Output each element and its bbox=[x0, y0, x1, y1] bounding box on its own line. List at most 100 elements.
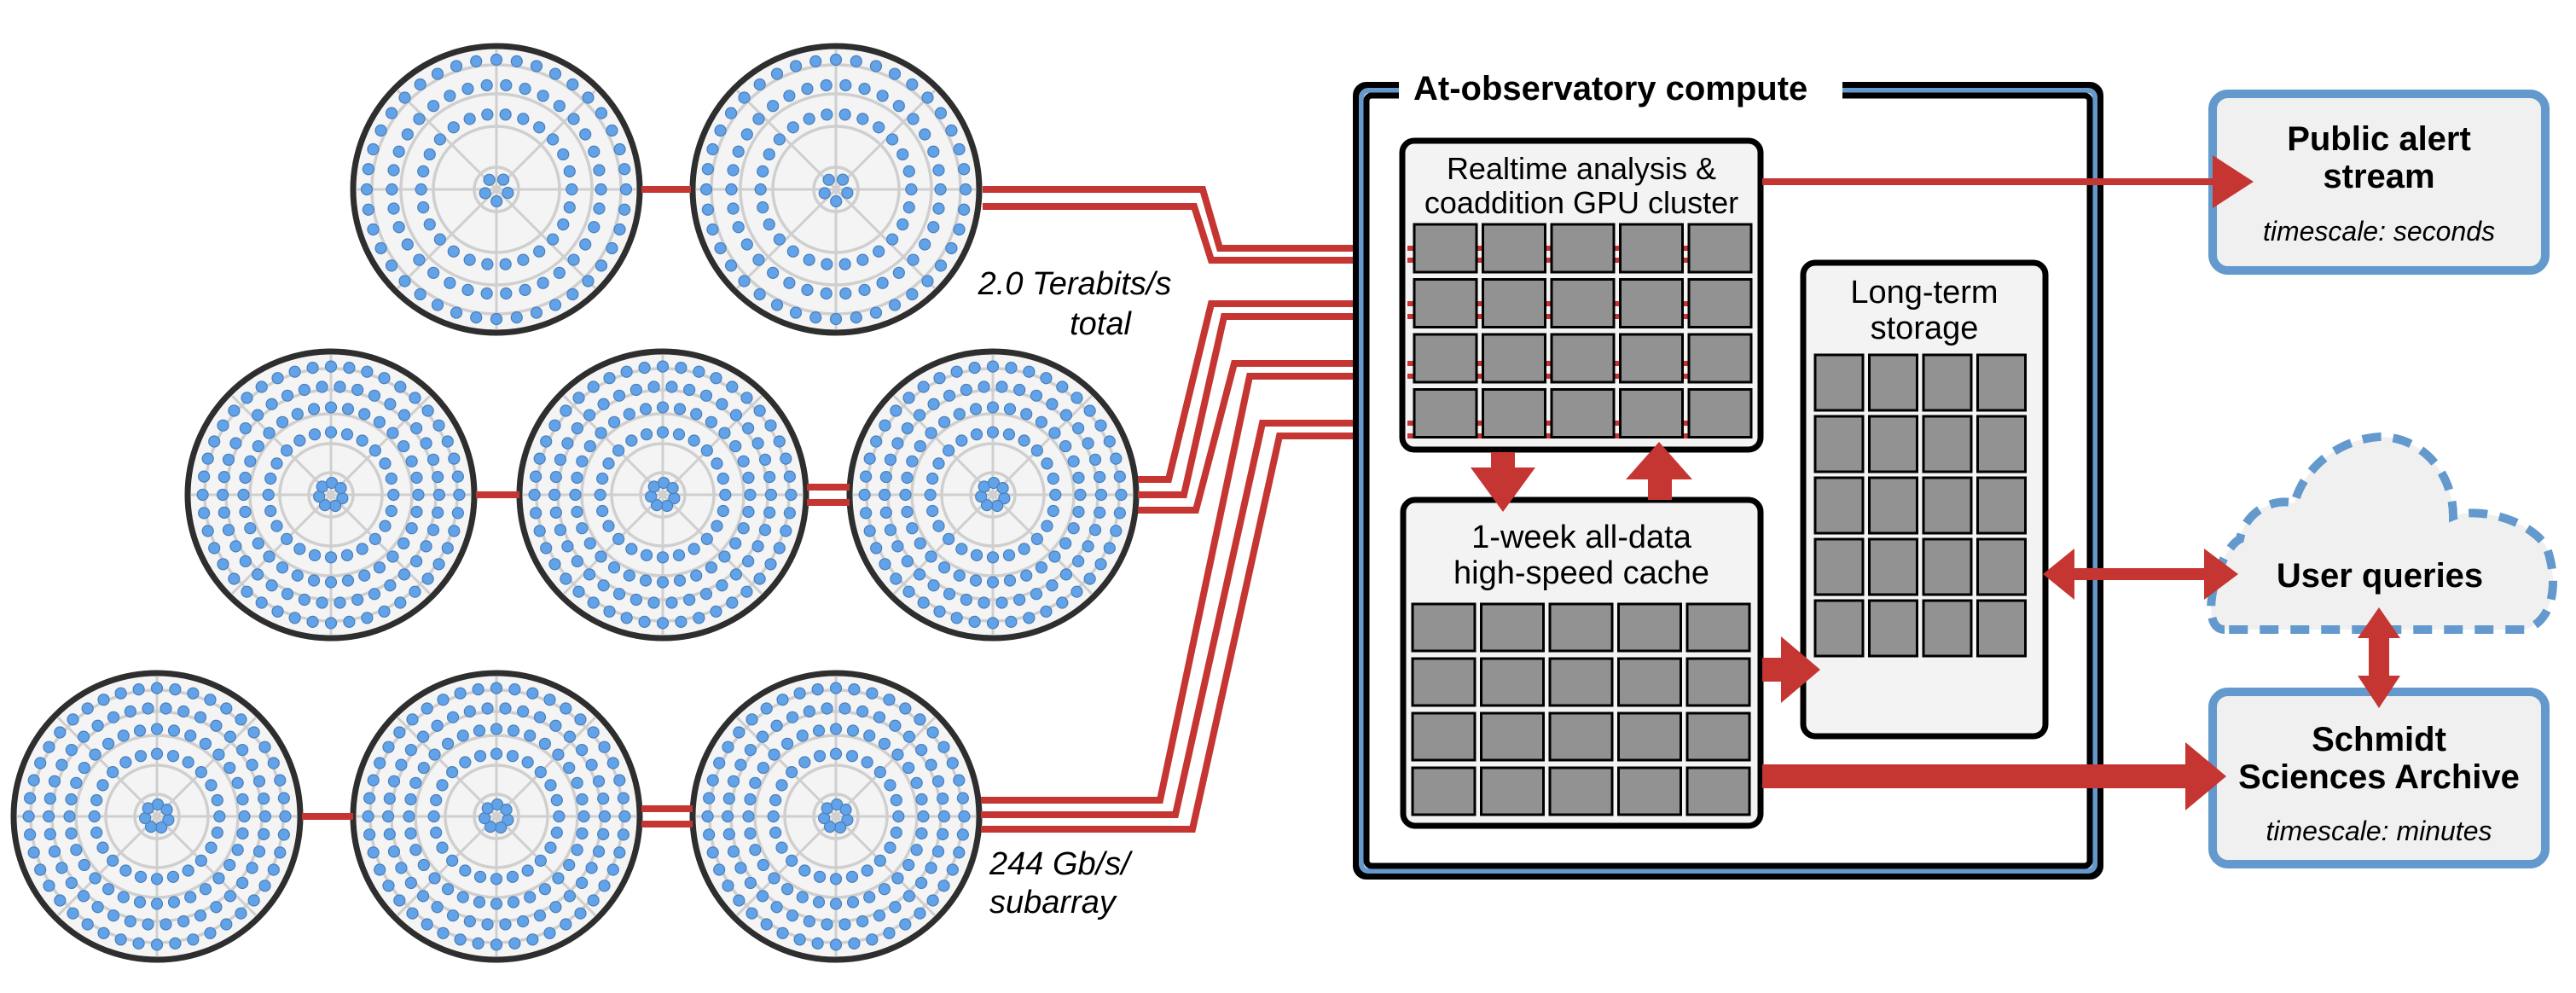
cache-node bbox=[1480, 711, 1545, 762]
telescope-subarray bbox=[846, 348, 1140, 642]
antenna-dot bbox=[277, 828, 290, 841]
antenna-dot bbox=[879, 471, 892, 484]
gpu-node bbox=[1619, 223, 1684, 274]
antenna-dot bbox=[537, 90, 549, 102]
antenna-dot bbox=[244, 522, 257, 535]
antenna-dot bbox=[132, 683, 145, 696]
antenna-dot bbox=[901, 471, 914, 485]
antenna-dot bbox=[830, 798, 844, 811]
antenna-dot bbox=[569, 488, 582, 502]
cache-node bbox=[1480, 602, 1545, 653]
antenna-dot bbox=[553, 810, 566, 823]
antenna-dot bbox=[97, 694, 110, 706]
antenna-dot bbox=[597, 828, 610, 840]
antenna-dot bbox=[308, 428, 322, 441]
antenna-dot bbox=[473, 896, 486, 909]
antenna-dot bbox=[613, 142, 626, 156]
antenna-dot bbox=[926, 472, 939, 485]
antenna-dot bbox=[850, 311, 862, 324]
grid-ring bbox=[969, 471, 1017, 519]
gpu-node bbox=[1687, 278, 1753, 328]
antenna-dot bbox=[444, 90, 456, 102]
antenna-dot bbox=[382, 810, 395, 823]
antenna-dot bbox=[760, 702, 773, 715]
antenna-dot bbox=[1070, 585, 1083, 598]
antenna-dot bbox=[770, 719, 783, 732]
antenna-dot bbox=[937, 880, 950, 892]
antenna-dot bbox=[433, 133, 446, 146]
antenna-dot bbox=[773, 133, 786, 146]
antenna-dot bbox=[1067, 455, 1080, 467]
antenna-dot bbox=[231, 776, 244, 789]
antenna-dot bbox=[740, 392, 753, 404]
antenna-dot bbox=[42, 810, 55, 823]
antenna-dot bbox=[550, 826, 563, 839]
antenna-dot bbox=[508, 937, 521, 949]
antenna-dot bbox=[239, 505, 252, 519]
antenna-dot bbox=[901, 505, 914, 519]
antenna-dot bbox=[818, 811, 831, 825]
antenna-dot bbox=[932, 520, 945, 532]
antenna-dot bbox=[341, 574, 355, 587]
antenna-dot bbox=[757, 201, 769, 214]
antenna-dot bbox=[544, 841, 557, 854]
antenna-dot bbox=[325, 476, 339, 490]
antenna-dot bbox=[848, 937, 861, 949]
antenna-dot bbox=[896, 218, 909, 231]
antenna-dot bbox=[751, 437, 764, 450]
antenna-dot bbox=[856, 705, 869, 718]
antenna-dot bbox=[89, 872, 102, 885]
antenna-dot bbox=[378, 372, 391, 385]
antenna-dot bbox=[351, 383, 364, 397]
antenna-dot bbox=[919, 238, 931, 251]
antenna-dot bbox=[945, 124, 958, 137]
antenna-dot bbox=[960, 383, 972, 397]
antenna-dot bbox=[217, 419, 229, 432]
antenna-dot bbox=[506, 870, 519, 883]
antenna-dot bbox=[530, 470, 542, 483]
grid-ring bbox=[580, 412, 746, 578]
antenna-dot bbox=[915, 793, 928, 806]
antenna-dot bbox=[428, 872, 441, 885]
antenna-dot bbox=[711, 457, 723, 470]
subarray-uplink bbox=[981, 433, 1416, 833]
antenna-dot bbox=[1115, 488, 1128, 502]
antenna-dot bbox=[986, 426, 1000, 438]
antenna-dot bbox=[1059, 439, 1072, 453]
antenna-dot bbox=[740, 238, 753, 251]
antenna-dot bbox=[902, 165, 915, 177]
antenna-dot bbox=[803, 113, 815, 125]
arrow-cache-to-gpu bbox=[1626, 442, 1692, 500]
antenna-dot bbox=[1082, 437, 1094, 450]
antenna-dot bbox=[716, 398, 728, 410]
antenna-dot bbox=[298, 383, 310, 397]
antenna-dot bbox=[362, 810, 374, 823]
antenna-dot bbox=[617, 828, 629, 841]
gpu-node bbox=[1550, 223, 1616, 274]
antenna-dot bbox=[1094, 471, 1106, 484]
storage-tiles bbox=[1813, 353, 2027, 658]
antenna-dot bbox=[943, 389, 956, 402]
antenna-dot bbox=[406, 907, 419, 920]
antenna-dot bbox=[533, 452, 546, 465]
antenna-dot bbox=[863, 891, 876, 903]
telescope-subarray bbox=[516, 348, 809, 642]
antenna-dot bbox=[459, 756, 472, 769]
antenna-dot bbox=[640, 428, 653, 441]
antenna-dot bbox=[506, 750, 519, 763]
antenna-dot bbox=[1030, 532, 1043, 545]
antenna-dot bbox=[943, 444, 955, 457]
antenna-dot bbox=[917, 810, 930, 823]
antenna-dot bbox=[764, 558, 777, 571]
antenna-dot bbox=[763, 471, 776, 484]
antenna-dot bbox=[538, 737, 552, 750]
antenna-dot bbox=[710, 605, 722, 618]
antenna-dot bbox=[915, 827, 928, 840]
antenna-dot bbox=[846, 724, 860, 737]
antenna-dot bbox=[255, 380, 268, 393]
antenna-dot bbox=[869, 60, 883, 73]
antenna-dot bbox=[576, 876, 589, 890]
antenna-dot bbox=[44, 828, 56, 840]
antenna-dot bbox=[1018, 543, 1030, 555]
antenna-dot bbox=[757, 165, 769, 177]
